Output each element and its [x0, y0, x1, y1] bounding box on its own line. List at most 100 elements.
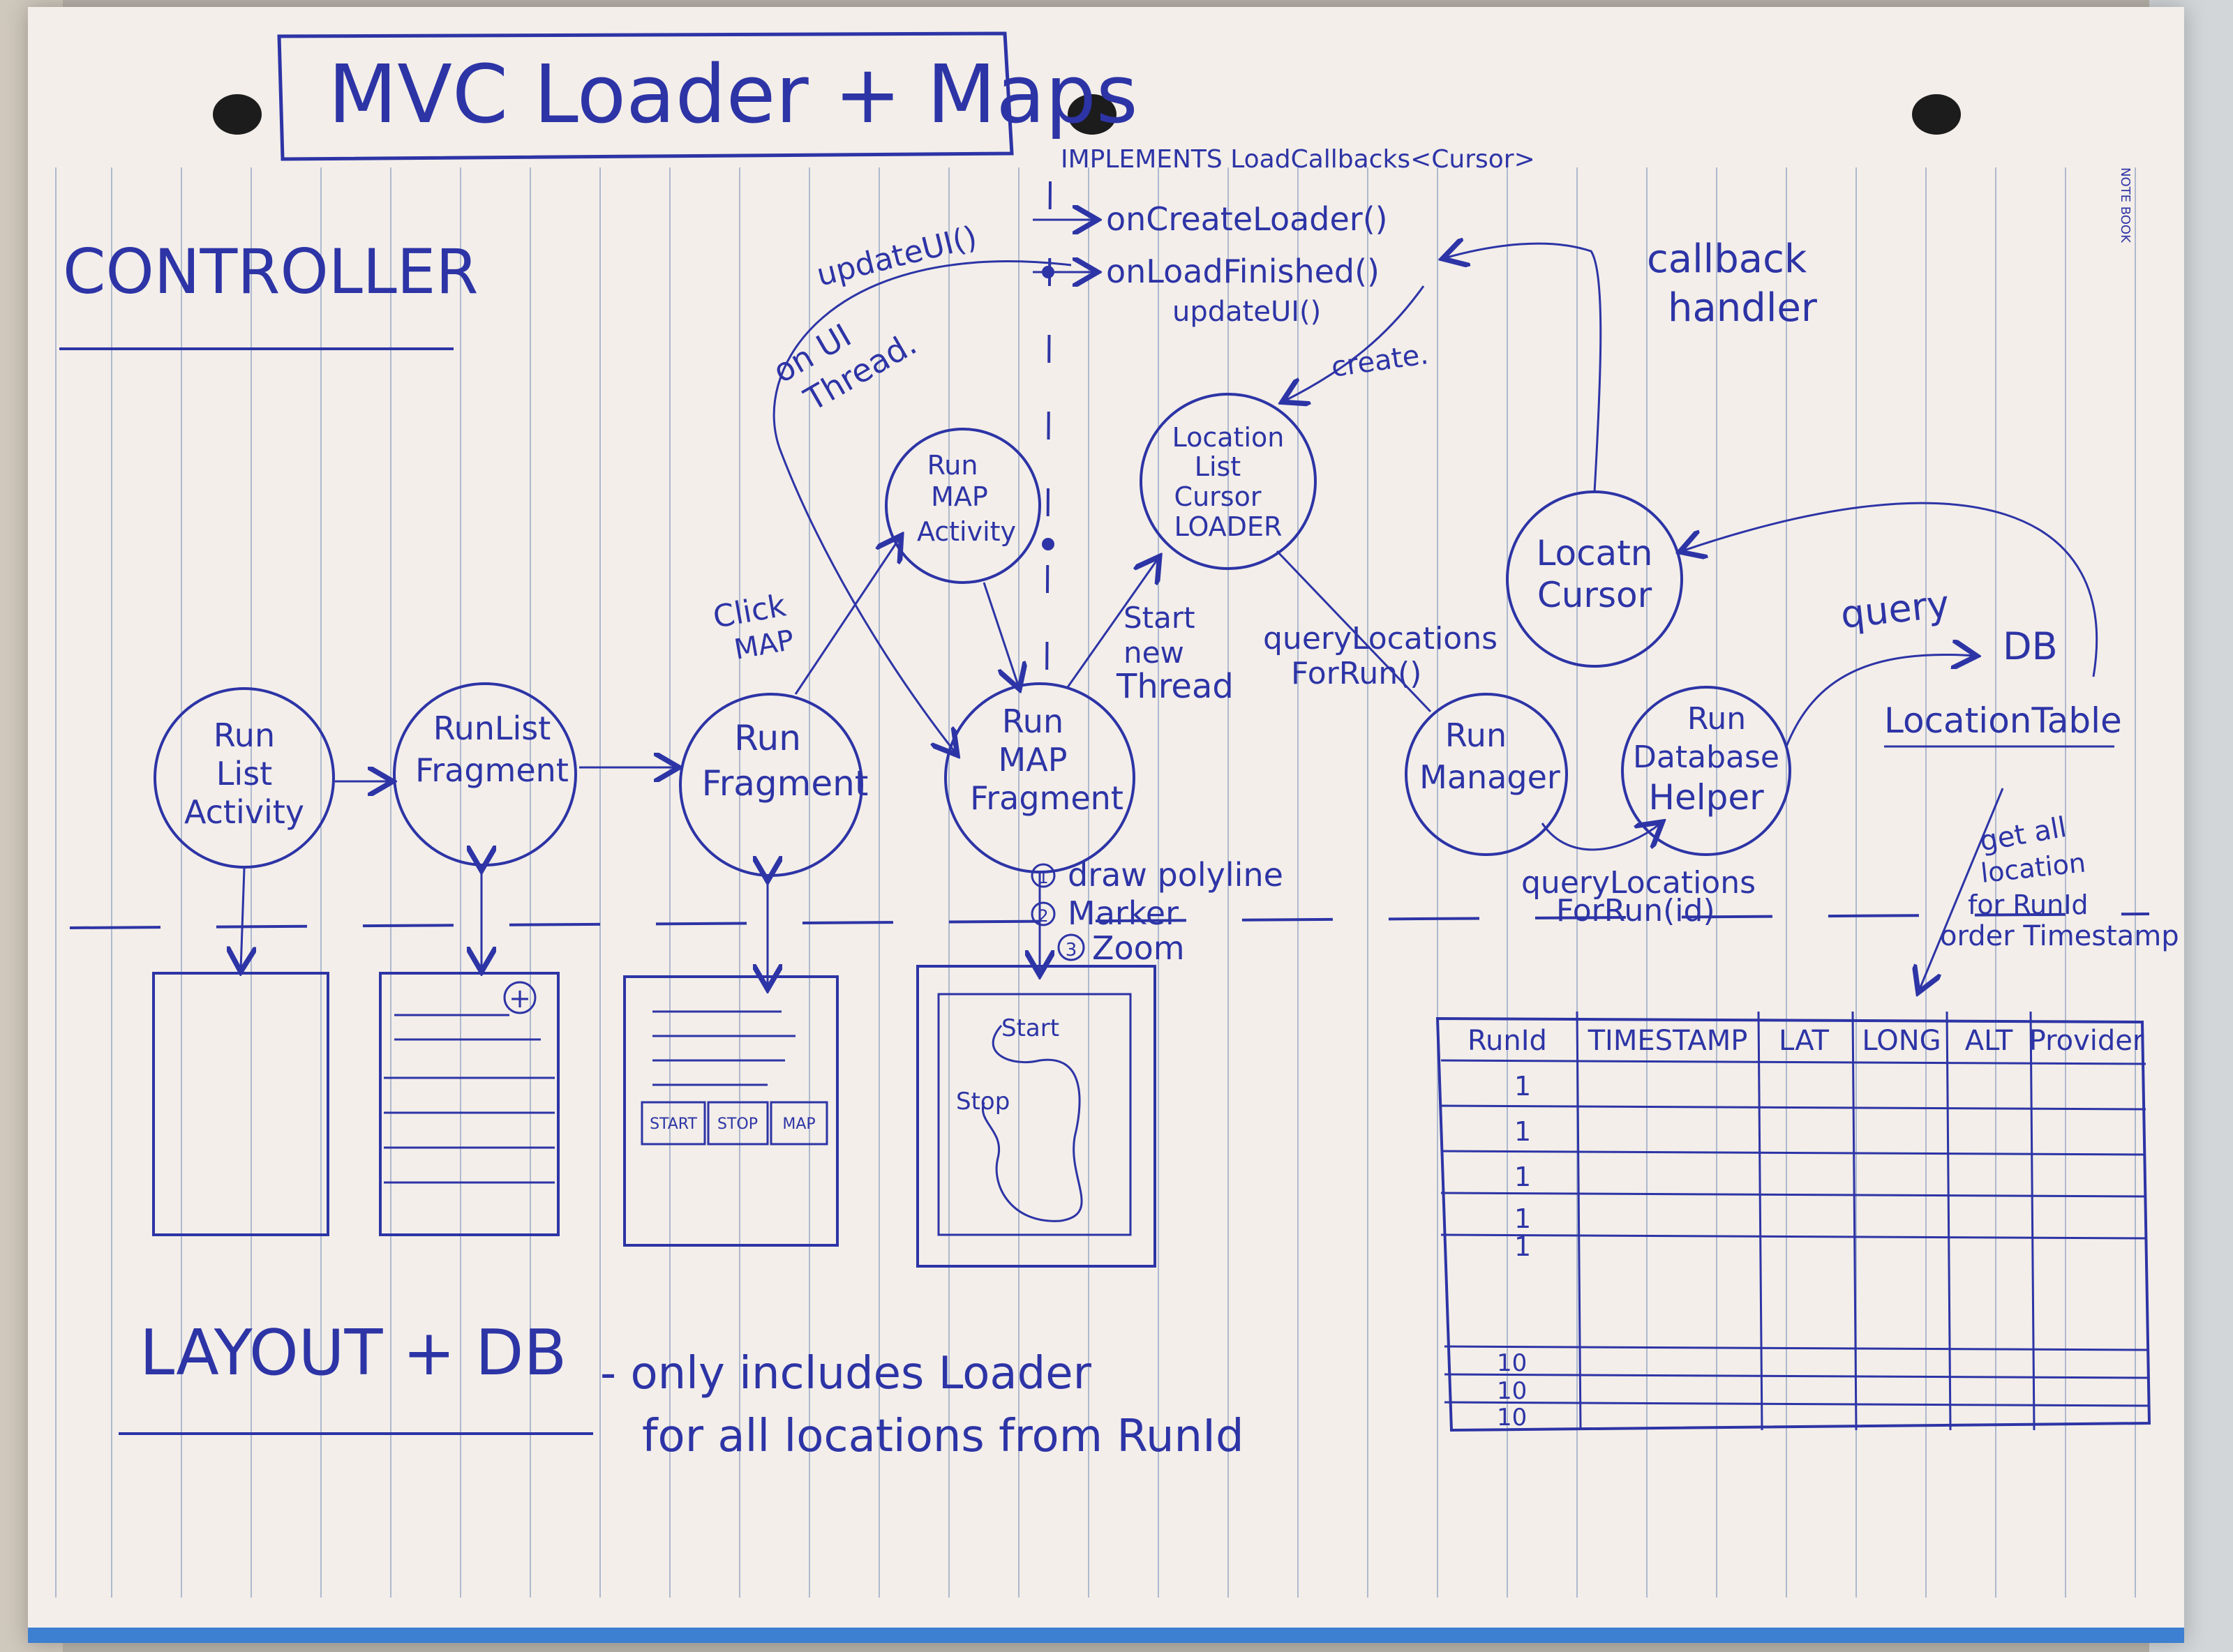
table-cell-runid: 1: [1514, 1071, 1531, 1102]
node-run-list-fragment: RunList Fragment: [393, 682, 577, 866]
flow-arrows: [241, 243, 2098, 991]
node-run-database-helper: Run Database Helper: [1621, 686, 1791, 856]
paper-edge-bar: [28, 1628, 2184, 1643]
svg-text:Fragment: Fragment: [970, 779, 1123, 817]
table-cell-runid: 1: [1514, 1203, 1531, 1234]
table-header-alt: ALT: [1965, 1025, 2013, 1057]
node-run-map-fragment: Run MAP Fragment: [944, 682, 1135, 873]
node-run-fragment: Run Fragment: [679, 693, 869, 877]
callback-label-1: callback: [1647, 236, 1807, 282]
node-run-manager: Run Manager: [1405, 693, 1568, 856]
svg-text:Manager: Manager: [1419, 758, 1560, 796]
svg-text:MAP: MAP: [999, 741, 1068, 779]
svg-text:Fragment: Fragment: [702, 763, 869, 804]
table-header-long: LONG: [1862, 1025, 1941, 1057]
notebook-label: NOTE BOOK: [2118, 167, 2133, 243]
route-polyline: [981, 1025, 1083, 1222]
implements-label: IMPLEMENTS LoadCallbacks<Cursor>: [1061, 145, 1535, 174]
table-cell-runid: 10: [1497, 1349, 1527, 1377]
layout-note-line-2: for all locations from RunId: [642, 1411, 1244, 1462]
svg-text:Run: Run: [1687, 701, 1746, 737]
title-box: [277, 31, 1014, 161]
svg-text:Locatn: Locatn: [1537, 533, 1653, 573]
binder-hole-3: [1912, 94, 1961, 135]
svg-text:3: 3: [1066, 940, 1077, 961]
svg-text:Activity: Activity: [917, 516, 1016, 547]
map-steps: 1 draw polyline 2 Marker 3 Zoom: [1031, 856, 1283, 967]
create-label: create.: [1329, 338, 1431, 384]
location-table-label: LocationTable: [1884, 700, 2122, 741]
query-bottom-2: ForRun(id): [1556, 893, 1715, 929]
start-button-sketch: START: [650, 1116, 697, 1133]
table-cell-runid: 1: [1514, 1116, 1531, 1147]
table-header-runid: RunId: [1467, 1025, 1547, 1057]
plus-icon: +: [509, 983, 531, 1014]
svg-text:1: 1: [1038, 868, 1048, 887]
section-layout: LAYOUT + DB: [140, 1316, 567, 1390]
start-thread-3: Thread: [1116, 667, 1234, 706]
svg-text:Run: Run: [1002, 703, 1063, 740]
map-button-sketch: MAP: [782, 1116, 815, 1133]
notebook-page: NOTE BOOK MVC Loader + Maps CONTROLLER L…: [28, 7, 2184, 1643]
update-ui-right: updateUI(): [1172, 296, 1321, 328]
layout-box-run-map-fragment: Start Stop: [916, 965, 1156, 1268]
svg-text:Run: Run: [927, 450, 978, 481]
svg-text:Zoom: Zoom: [1092, 929, 1185, 967]
svg-text:List: List: [1195, 451, 1241, 482]
table-header-timestamp: TIMESTAMP: [1588, 1025, 1748, 1057]
table-cell-runid: 1: [1514, 1231, 1531, 1262]
layout-box-run-fragment: START STOP MAP: [623, 975, 839, 1247]
layout-box-run-list-fragment: +: [379, 972, 560, 1236]
node-location-cursor: Locatn Cursor: [1506, 490, 1683, 668]
svg-text:Run: Run: [214, 716, 275, 754]
update-ui-left: updateUI(): [813, 219, 980, 293]
layer-separator: [69, 913, 2150, 929]
on-load-finished: onLoadFinished(): [1106, 253, 1380, 290]
table-header-lat: LAT: [1779, 1025, 1829, 1057]
svg-text:Location: Location: [1172, 422, 1285, 453]
svg-text:Helper: Helper: [1648, 777, 1764, 818]
svg-text:LOADER: LOADER: [1174, 511, 1283, 542]
callback-timeline: [1045, 181, 1052, 691]
svg-text:2: 2: [1038, 906, 1048, 926]
table-cell-runid: 10: [1497, 1377, 1527, 1405]
query-bottom-1: queryLocations: [1521, 865, 1756, 901]
timeline-dot-2: [1042, 538, 1054, 550]
node-run-list-activity: Run List Activity: [154, 687, 335, 869]
svg-text:draw polyline: draw polyline: [1068, 856, 1283, 894]
node-location-list-cursor-loader: Location List Cursor LOADER: [1140, 393, 1317, 570]
svg-text:Cursor: Cursor: [1174, 481, 1262, 512]
table-cell-runid: 10: [1497, 1404, 1527, 1432]
page-title: MVC Loader + Maps: [328, 48, 1138, 142]
svg-text:Marker: Marker: [1068, 894, 1179, 932]
svg-text:Run: Run: [734, 718, 801, 758]
binder-hole-1: [213, 94, 262, 135]
svg-text:Fragment: Fragment: [415, 751, 569, 789]
db-label: DB: [2003, 624, 2058, 668]
on-create-loader: onCreateLoader(): [1106, 200, 1388, 238]
hand-drawn-diagram: NOTE BOOK MVC Loader + Maps CONTROLLER L…: [55, 31, 2179, 1598]
query-top-2: ForRun(): [1291, 656, 1421, 691]
get-all-4: order Timestamp: [1940, 920, 2179, 952]
svg-text:List: List: [216, 755, 272, 793]
table-header-provider: Provider: [2029, 1025, 2144, 1057]
layout-note-line-1: - only includes Loader: [600, 1348, 1092, 1399]
node-run-map-activity: Run MAP Activity: [885, 428, 1041, 584]
layout-box-run-list-activity: [152, 972, 329, 1236]
query-top-1: queryLocations: [1263, 621, 1498, 656]
table-cell-runid: 1: [1514, 1162, 1531, 1192]
ruled-lines: [55, 167, 2136, 1598]
map-start-label: Start: [1001, 1014, 1059, 1042]
svg-text:Activity: Activity: [184, 793, 304, 831]
section-controller: CONTROLLER: [63, 236, 479, 308]
binder-hole-2: [1068, 94, 1116, 135]
svg-text:Run: Run: [1445, 716, 1507, 754]
svg-text:Database: Database: [1633, 739, 1779, 775]
svg-text:MAP: MAP: [931, 481, 988, 512]
start-thread-2: new: [1123, 636, 1184, 670]
start-thread-1: Start: [1123, 601, 1195, 635]
svg-text:RunList: RunList: [433, 709, 551, 747]
callback-label-2: handler: [1668, 285, 1818, 331]
stop-button-sketch: STOP: [717, 1116, 758, 1133]
location-table: RunId TIMESTAMP LAT LONG ALT Provider 1 …: [1435, 1011, 2151, 1432]
